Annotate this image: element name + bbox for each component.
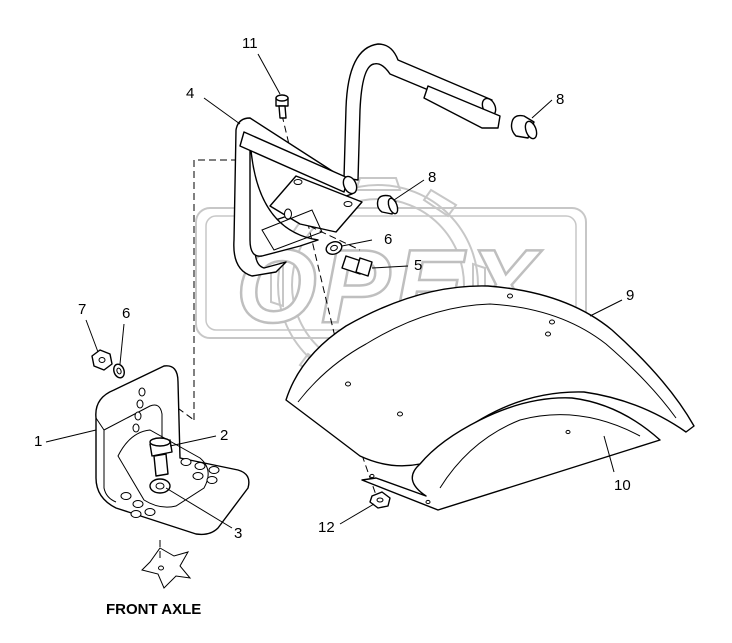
callout-9: 9 bbox=[626, 287, 634, 304]
nut-bracket bbox=[91, 349, 113, 371]
nut-fender bbox=[369, 491, 391, 509]
front-axle-symbol bbox=[141, 547, 192, 589]
callout-8-lower: 8 bbox=[428, 169, 436, 186]
leader-lines bbox=[45, 53, 623, 529]
callout-10: 10 bbox=[614, 477, 631, 494]
washer-upper bbox=[325, 241, 343, 255]
callout-1: 1 bbox=[34, 433, 42, 450]
callout-6-bracket: 6 bbox=[122, 305, 130, 322]
callout-12: 12 bbox=[318, 519, 335, 536]
end-cap-upper bbox=[510, 114, 538, 140]
washer-bracket-side bbox=[113, 363, 125, 379]
bolt-top bbox=[275, 94, 289, 119]
washer-bracket bbox=[149, 478, 171, 494]
fender bbox=[285, 285, 695, 511]
callout-11: 11 bbox=[242, 35, 258, 52]
handrail-frame bbox=[233, 43, 501, 277]
callout-4: 4 bbox=[186, 85, 194, 102]
callout-3: 3 bbox=[234, 525, 242, 542]
callout-2: 2 bbox=[220, 427, 228, 444]
front-axle-caption: FRONT AXLE bbox=[106, 601, 201, 618]
callout-5: 5 bbox=[414, 257, 422, 274]
bolt-side bbox=[341, 255, 373, 277]
bolt-bracket bbox=[149, 437, 173, 477]
callout-labels: 11 4 8 8 6 5 9 10 12 7 6 1 2 3 bbox=[34, 35, 634, 542]
callout-8-upper: 8 bbox=[556, 91, 564, 108]
end-cap-lower bbox=[376, 194, 399, 215]
callout-6-upper: 6 bbox=[384, 231, 392, 248]
callout-7: 7 bbox=[78, 301, 86, 318]
